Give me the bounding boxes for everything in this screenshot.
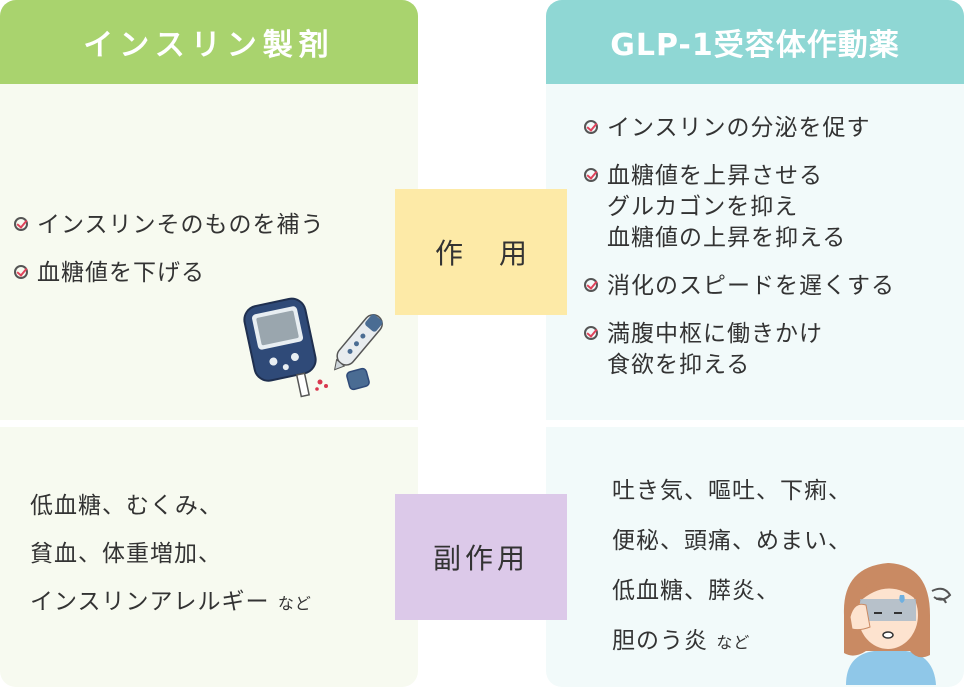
glucose-meter-illustration [243,297,383,398]
side-effect-line: インスリンアレルギー など [30,578,312,628]
effect-text: 血糖値を上昇させる グルカゴンを抑え 血糖値の上昇を抑える [607,163,847,251]
action-label-box: 作用 [395,189,567,315]
check-circle-icon [584,278,598,292]
side-effect-suffix: など [277,594,312,613]
side-effect-line: 低血糖、膵炎、 [612,578,780,604]
glp1-divider [546,420,964,427]
list-item: 満腹中枢に働きかけ 食欲を抑える [584,319,895,381]
check-circle-icon [14,265,28,279]
insulin-divider [0,420,418,427]
action-label: 作用 [434,237,563,270]
glp1-side-effects: 吐き気、嘔吐、下痢、 便秘、頭痛、めまい、 低血糖、膵炎、 胆のう炎 など [612,466,852,668]
check-circle-icon [584,168,598,182]
check-circle-icon [584,326,598,340]
side-effect-line: 低血糖、むくみ、 [30,493,223,519]
side-effect-line: 便秘、頭痛、めまい、 [612,528,852,554]
side-effect-line: 貧血、体重増加、 [30,541,222,567]
side-effect-line: 吐き気、嘔吐、下痢、 [612,478,852,504]
side-effect-label-box: 副作用 [395,494,567,620]
effect-text: インスリンそのものを補う [37,212,325,238]
list-item: 消化のスピードを遅くする [584,271,895,302]
dizzy-woman-illustration [843,563,952,685]
side-effect-label: 副作用 [432,542,529,575]
insulin-side-effects: 低血糖、むくみ、 貧血、体重増加、 インスリンアレルギー など [30,482,312,628]
insulin-header: インスリン製剤 [0,0,418,84]
check-circle-icon [584,120,598,134]
glp1-header: GLP-1受容体作動薬 [546,0,964,84]
glp1-effects-list: インスリンの分泌を促す 血糖値を上昇させる グルカゴンを抑え 血糖値の上昇を抑え… [584,113,895,398]
list-item: インスリンそのものを補う [14,210,325,241]
side-effect-text: 胆のう炎 [612,628,708,654]
insulin-effects-list: インスリンそのものを補う 血糖値を下げる [14,210,325,306]
side-effect-line: 胆のう炎 など [612,616,852,668]
side-effect-suffix: など [716,633,751,652]
effect-text: インスリンの分泌を促す [607,115,871,141]
effect-text: 血糖値を下げる [37,260,205,286]
effect-text: 満腹中枢に働きかけ 食欲を抑える [607,321,823,378]
effect-text: 消化のスピードを遅くする [607,273,895,299]
list-item: 血糖値を上昇させる グルカゴンを抑え 血糖値の上昇を抑える [584,161,895,254]
list-item: 血糖値を下げる [14,258,325,289]
side-effect-text: インスリンアレルギー [30,589,270,615]
check-circle-icon [14,217,28,231]
list-item: インスリンの分泌を促す [584,113,895,144]
